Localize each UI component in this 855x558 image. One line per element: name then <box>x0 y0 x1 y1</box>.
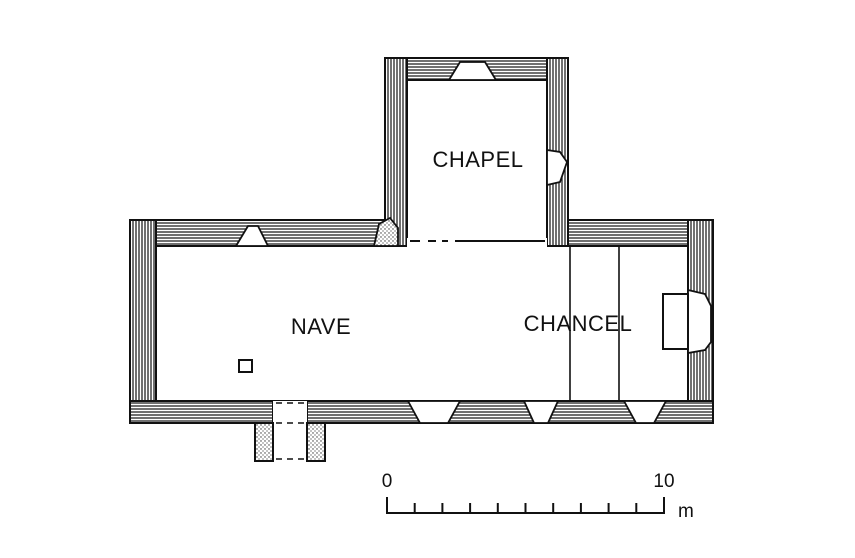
scale-unit-label: m <box>678 501 694 522</box>
door-gap <box>273 401 307 423</box>
chapel-east-window <box>546 148 569 187</box>
nave-north-window <box>234 225 270 247</box>
font-marker <box>238 359 253 373</box>
chapel-north-window <box>447 61 498 81</box>
scale-bar: 0 10 m <box>382 471 694 522</box>
porch-west-wall <box>254 422 274 462</box>
nave-north-pier <box>372 216 399 247</box>
chapel-walls <box>384 57 569 248</box>
east-window <box>687 288 712 355</box>
chancel-features <box>569 246 689 401</box>
chapel-arch-opening <box>407 238 547 248</box>
nave-south-wall-west <box>129 400 274 424</box>
window-openings <box>234 61 712 424</box>
porch-east-wall <box>306 422 326 462</box>
chancel-label: CHANCEL <box>524 311 633 336</box>
nave-west-wall <box>129 219 157 424</box>
south-window-2 <box>522 400 560 424</box>
south-window-1 <box>406 400 462 424</box>
south-porch <box>254 401 326 462</box>
scale-ticks <box>413 503 638 513</box>
chapel-west-wall <box>384 57 408 247</box>
chapel-label: CHAPEL <box>432 147 523 172</box>
main-walls <box>129 219 714 424</box>
south-window-3 <box>622 400 668 424</box>
nave-label: NAVE <box>291 314 351 339</box>
scale-start-label: 0 <box>382 471 393 492</box>
scale-end-label: 10 <box>653 471 674 492</box>
interior-outline <box>155 245 689 402</box>
altar <box>662 293 689 350</box>
